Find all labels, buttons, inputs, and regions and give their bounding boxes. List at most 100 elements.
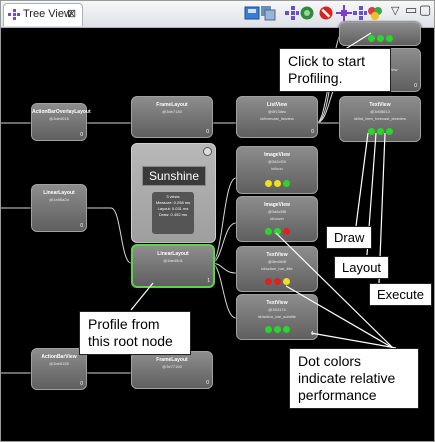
draw-dot	[385, 35, 393, 42]
node-name: TextView	[266, 300, 288, 306]
node-name: TextView	[266, 252, 288, 258]
tree-node[interactable]: TextView @3f1f174 id/action_bar_subtitle…	[236, 294, 318, 340]
node-preview-popup: Sunshine 3 views Measure: 0.258 ms Layou…	[131, 143, 216, 243]
tree-node[interactable]: TextView @3ec6b3f id/action_bar_title	[236, 246, 318, 292]
close-icon[interactable]	[203, 147, 212, 156]
node-name: ImageView	[264, 202, 290, 208]
maximize-icon[interactable]: ▢	[419, 2, 432, 17]
label-draw: Draw	[326, 226, 373, 249]
node-id: @3a8c58f	[267, 209, 287, 214]
node-id: @3f1f174	[268, 307, 286, 312]
node-id: @3de8155	[49, 361, 69, 366]
node-name: ActionBarView	[41, 354, 77, 360]
measure-dot	[264, 180, 272, 187]
callout-start-profiling: Click to start Profiling.	[279, 48, 391, 92]
minimize-icon[interactable]: ▭	[405, 2, 418, 17]
tree-node[interactable]	[339, 22, 421, 46]
tree-node[interactable]: FrameLayout @3de7180 0	[131, 96, 213, 138]
tab-label: Tree View	[23, 8, 72, 20]
callout-dot-colors: Dot colors indicate relative performance	[289, 348, 419, 409]
node-name: LinearLayout	[43, 190, 75, 196]
measure-dot	[264, 228, 272, 235]
node-id: @3de45d1	[163, 258, 183, 263]
draw-dot	[282, 180, 290, 187]
node-id: @3f13dec	[267, 109, 287, 114]
selected-tree-node[interactable]: LinearLayout @3de45d1 1	[131, 244, 215, 288]
capture-layers-icon[interactable]	[260, 5, 276, 21]
node-id: @3d08813	[370, 109, 390, 114]
node-text: id/forecast_listview	[260, 116, 294, 121]
tree-node[interactable]: FrameLayout @3e77160 0	[131, 351, 213, 389]
layout-dot	[273, 180, 281, 187]
tree-node[interactable]: LinearLayout @1e85a2d 0	[31, 184, 87, 232]
measure-dot	[264, 326, 272, 333]
node-index: 1	[207, 278, 210, 284]
tree-node[interactable]: ImageView @3a8c58f id/cover	[236, 196, 318, 242]
invalidate-layout-icon[interactable]	[318, 5, 334, 21]
measure-dot	[367, 35, 375, 42]
tree-node[interactable]: ActionBarOverlayLayout @3de4016 0	[31, 103, 91, 141]
layout-time: Layout: 0.031 ms	[157, 206, 189, 211]
layout-dot	[376, 35, 384, 42]
label-layout: Layout	[334, 256, 390, 279]
preview-stats: 3 views Measure: 0.258 ms Layout: 0.031 …	[152, 192, 194, 234]
performance-dots	[340, 128, 420, 135]
node-text: id/action_bar_title	[261, 266, 293, 271]
node-name: FrameLayout	[156, 357, 188, 363]
layout-dot	[273, 326, 281, 333]
node-name: ActionBarOverlayLayout	[32, 109, 91, 115]
label-execute: Execute	[369, 283, 432, 306]
preview-title: Sunshine	[142, 166, 206, 186]
save-png-icon[interactable]	[244, 5, 260, 21]
view-count: 3 views	[166, 194, 180, 199]
node-id: @3de7180	[162, 109, 182, 114]
tree-node[interactable]: ListView @3f13dec id/forecast_listview 0	[236, 96, 318, 138]
node-name: LinearLayout	[157, 251, 189, 257]
tree-node[interactable]: ImageView @3d2cf20 id/icon	[236, 146, 318, 194]
node-text: id/action_bar_subtitle	[258, 314, 296, 319]
tab-tree-view[interactable]: Tree View ⊠	[3, 3, 83, 26]
measure-dot	[367, 128, 375, 135]
draw-dot	[282, 278, 290, 285]
node-index: 1	[311, 331, 314, 337]
node-index: 0	[80, 132, 83, 138]
layout-dot	[273, 228, 281, 235]
node-text: id/icon	[271, 166, 283, 171]
tree-node[interactable]: ActionBarView @3de8155 0	[31, 348, 87, 390]
performance-dots	[237, 326, 317, 333]
layout-dot	[376, 128, 384, 135]
tree-node[interactable]: TextView @3d08813 id/list_item_forecast_…	[339, 96, 421, 142]
layout-dot	[273, 278, 281, 285]
tree-view-icon	[8, 9, 20, 20]
draw-time: Draw: 0.492 ms	[158, 212, 187, 217]
performance-dots	[340, 35, 420, 42]
close-tab-icon[interactable]: ⊠	[67, 8, 77, 20]
request-layout-icon[interactable]	[336, 5, 352, 21]
load-hierarchy-icon[interactable]	[284, 5, 300, 21]
node-id: @1e85a2d	[49, 197, 69, 202]
draw-dot	[282, 326, 290, 333]
node-id: @3ec6b3f	[267, 259, 287, 264]
node-index: 0	[80, 223, 83, 229]
node-text: id/list_item_forecast_textview	[353, 116, 407, 121]
node-index: 0	[311, 129, 314, 135]
measure-dot	[264, 278, 272, 285]
view-menu-icon[interactable]: ▽	[391, 5, 400, 17]
draw-dot	[282, 228, 290, 235]
node-id: @3e77160	[162, 364, 182, 369]
measure-time: Measure: 0.258 ms	[155, 200, 191, 205]
node-name: TextView	[369, 102, 391, 108]
node-id: @3de4016	[49, 116, 69, 121]
node-index: 0	[206, 380, 209, 386]
node-name: FrameLayout	[156, 102, 188, 108]
view-titlebar: Tree View ⊠ ▽ ▭ ▢	[1, 1, 434, 28]
tree-canvas[interactable]: ActionBarOverlayLayout @3de4016 0 Linear…	[1, 22, 434, 441]
performance-dots	[237, 228, 317, 235]
refresh-icon[interactable]	[299, 5, 315, 21]
draw-dot	[385, 128, 393, 135]
node-text: id/cover	[269, 216, 284, 221]
node-name: ImageView	[264, 152, 290, 158]
profile-nodes-icon[interactable]	[367, 5, 383, 21]
dump-theme-icon[interactable]	[352, 5, 368, 21]
